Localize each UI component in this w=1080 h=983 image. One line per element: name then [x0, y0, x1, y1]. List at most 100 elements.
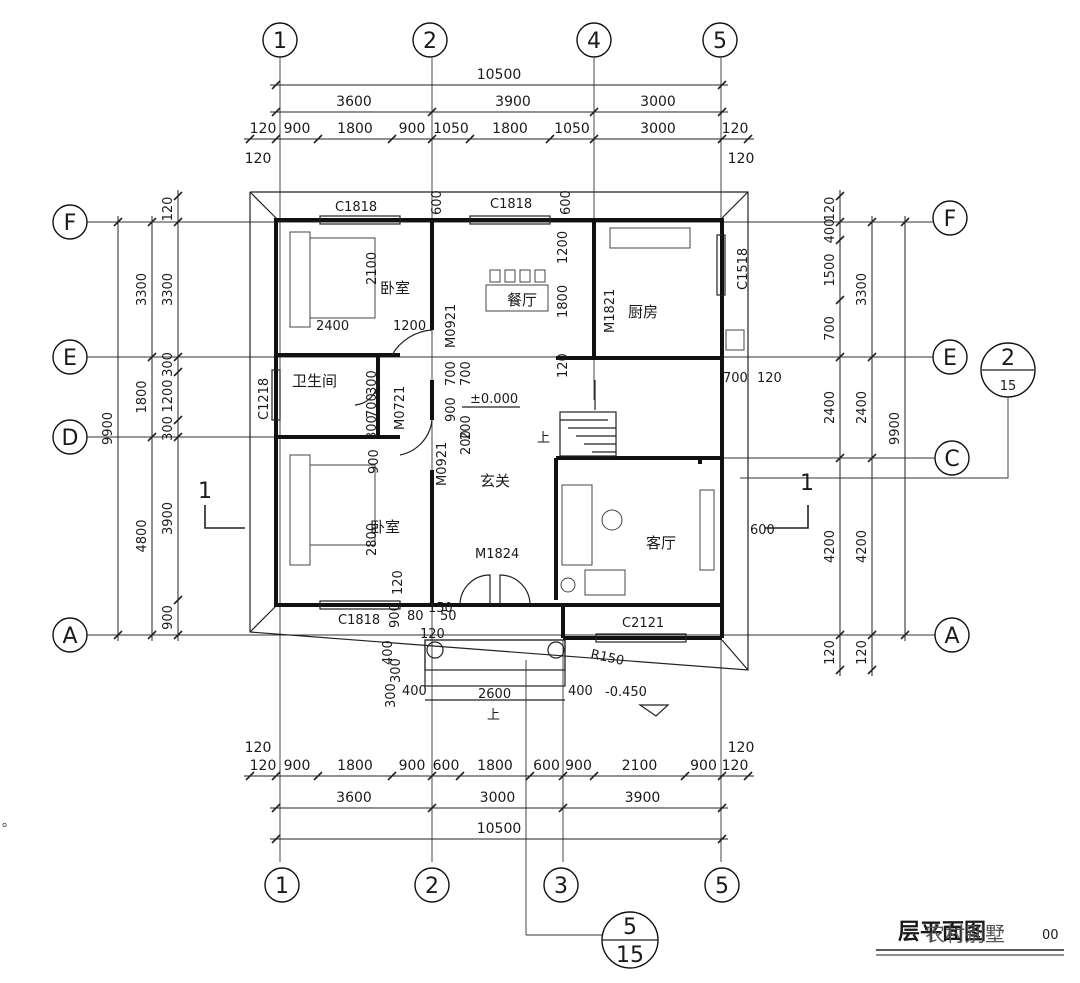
dim-right-inner-label: 700	[823, 316, 838, 341]
room-entrance: 玄关	[480, 472, 510, 490]
dim-bottom-span-label: 3900	[625, 790, 661, 806]
dim-top-detail-tick	[589, 134, 599, 144]
drawing-title: 层平面图	[898, 920, 986, 945]
dim-left-inner-tick	[173, 217, 183, 227]
room-bedroom-bottom: 卧室	[370, 518, 400, 536]
dim-right-mid-label: 3300	[855, 273, 870, 306]
dim-right-mid-label: 4200	[855, 530, 870, 563]
axis-label-left-F: F	[64, 211, 77, 236]
dim-misc: 120	[757, 371, 782, 386]
section-marks: 1 1	[198, 471, 814, 529]
detail-ref-sheet: 15	[616, 943, 644, 968]
dim-right-inner-label: 120	[823, 197, 838, 222]
dim-bottom-detail-label: 120	[250, 758, 277, 774]
dim-left-inner-label: 120	[161, 197, 176, 222]
dim-bottom-wall-left: 120	[245, 740, 272, 756]
interior-dimensions: 600 600 120 700 700 120 1200 1800 2100 2…	[316, 190, 782, 708]
room-labels: 卧室 餐厅 厨房 卫生间 玄关 卧室 客厅	[292, 279, 676, 552]
dim-bottom-detail-label: 1800	[477, 758, 513, 774]
dim-right-inner-tick	[835, 352, 845, 362]
dim-misc: 1200	[556, 231, 571, 264]
detail-reference-right: 2 15	[740, 342, 1036, 479]
dim-bottom-detail-label: 120	[722, 758, 749, 774]
axis-label-top-4: 4	[587, 29, 601, 54]
dim-misc: 2400	[316, 319, 349, 334]
dim-bottom-span-label: 3000	[480, 790, 516, 806]
dim-top-detail-label: 3000	[640, 121, 676, 137]
dim-misc: 1200	[393, 319, 426, 334]
dim-left-mid-tick	[147, 630, 157, 640]
dim-misc: 300	[389, 658, 404, 683]
dim-left-inner-label: 300	[161, 352, 176, 377]
dim-bottom-detail-tick	[558, 771, 568, 781]
dim-right-inner-tick	[835, 217, 845, 227]
dim-left-mid-tick	[147, 432, 157, 442]
dim-left-inner-tick	[173, 432, 183, 442]
dim-misc: 900	[444, 397, 459, 422]
title-suffix: 00	[1042, 928, 1059, 943]
dim-top-total-label: 10500	[477, 67, 522, 83]
dim-top-detail-label: 1800	[337, 121, 373, 137]
dim-right-mid-label: 2400	[855, 391, 870, 424]
step-up-label: 上	[487, 708, 500, 723]
axis-lines	[85, 58, 940, 862]
dim-misc: 120	[556, 353, 571, 378]
door-m0921-b: M0921	[435, 442, 450, 486]
dim-bottom-detail-label: 1800	[337, 758, 373, 774]
axis-label-left-E: E	[63, 346, 77, 371]
dim-right-inner-tick	[835, 453, 845, 463]
dim-misc: 80	[407, 609, 424, 624]
interior-walls	[276, 220, 722, 605]
dim-misc: R150	[589, 647, 625, 669]
dim-left-total-tick	[113, 630, 123, 640]
dim-left-mid-tick	[147, 352, 157, 362]
door-m0721: M0721	[393, 386, 408, 430]
dim-bottom-span-tick	[558, 803, 568, 813]
dim-bottom-detail-label: 2100	[622, 758, 658, 774]
dim-bottom-detail-tick	[589, 771, 599, 781]
dim-left-total-label: 9900	[101, 412, 116, 445]
dim-misc: 600	[430, 190, 445, 215]
dim-right-inner-tick	[835, 295, 845, 305]
detail-reference-bottom: 5 15	[601, 911, 659, 969]
dim-right-inner-label: 1500	[823, 253, 838, 286]
dim-misc: 120	[420, 627, 445, 642]
axis-label-right-E: E	[943, 346, 957, 371]
dim-top-total-tick	[717, 80, 727, 90]
dim-bottom-detail-label: 900	[565, 758, 592, 774]
dim-misc: 2100	[365, 252, 380, 285]
drawing-title-block: 层平面图 农村别墅 00 。	[2, 815, 1064, 956]
dim-bottom-detail-tick	[313, 771, 323, 781]
building-outline	[249, 191, 749, 671]
dim-bottom-span-tick	[271, 803, 281, 813]
window-c1818-top-mid: C1818	[490, 197, 532, 212]
window-c1218: C1218	[257, 378, 272, 420]
dim-top-detail-tick	[717, 134, 727, 144]
dim-top-detail-tick	[387, 134, 397, 144]
room-kitchen: 厨房	[628, 303, 658, 321]
furniture	[289, 227, 745, 596]
dim-right-inner-tick	[835, 630, 845, 640]
detail-ref-sheet: 15	[1000, 379, 1017, 394]
axis-bubbles: 1 2 4 5 1 2 3 5 F E D A F E C A	[52, 22, 970, 903]
axis-label-left-A: A	[62, 624, 77, 649]
dim-bottom-total-label: 10500	[477, 821, 522, 837]
dim-left-inner-tick	[173, 191, 183, 201]
dim-top-detail-label: 1800	[492, 121, 528, 137]
dim-right-mid-label: 120	[855, 640, 870, 665]
dim-bottom-detail-label: 900	[284, 758, 311, 774]
dim-misc: 600	[750, 523, 775, 538]
axis-label-bottom-5: 5	[715, 874, 729, 899]
axis-label-right-F: F	[944, 207, 957, 232]
dim-misc: 400	[568, 684, 593, 699]
dim-bottom-detail-tick	[387, 771, 397, 781]
dim-misc: 2600	[478, 687, 511, 702]
floor-level: ±0.000	[470, 392, 518, 407]
dim-left-mid-label: 3300	[135, 273, 150, 306]
door-m0921-a: M0921	[444, 304, 459, 348]
dim-misc: 600	[559, 190, 574, 215]
dim-top-wall-right: 120	[728, 151, 755, 167]
section-mark-right: 1	[800, 471, 814, 496]
dim-misc: 700	[723, 371, 748, 386]
dim-bottom-detail-tick	[245, 771, 255, 781]
